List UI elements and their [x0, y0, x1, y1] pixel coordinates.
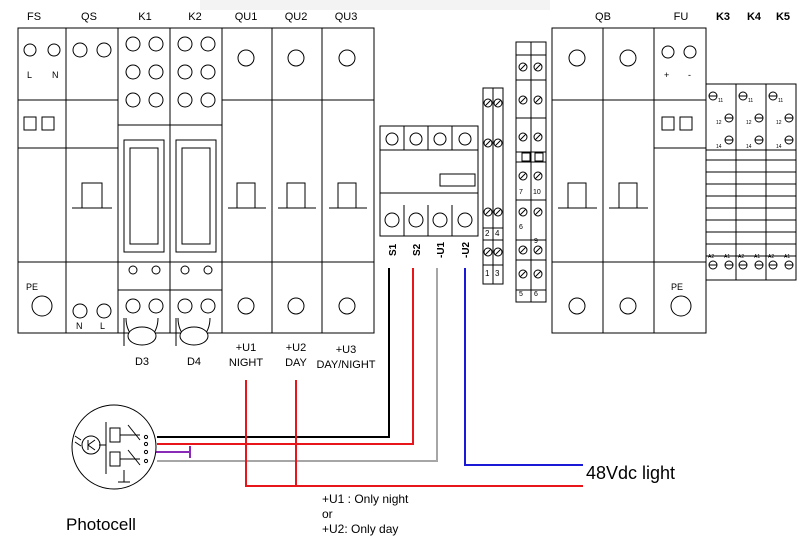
note-line-3: +U2: Only day: [322, 522, 398, 536]
wire-u1-gray: [157, 268, 438, 462]
label-qu3: QU3: [335, 11, 358, 23]
light-label: 48Vdc light: [586, 463, 675, 483]
term-label-4: 4: [495, 229, 500, 238]
k4-coil-a1: A1: [754, 254, 760, 260]
fu-minus-label: -: [688, 70, 691, 80]
k4-contact-11: 11: [748, 98, 753, 104]
u1-out-sub: NIGHT: [229, 357, 264, 369]
wire-s2-red: [157, 268, 414, 445]
u3-out-label: +U3: [336, 344, 357, 356]
term-label-10: 10: [533, 189, 541, 196]
term-label-1: 1: [485, 269, 490, 278]
qb-breaker: [551, 27, 655, 334]
u3-out-sub: DAY/NIGHT: [316, 359, 375, 371]
term-label-6a: 6: [519, 224, 523, 231]
label-k4: K4: [747, 11, 762, 23]
qu3-breaker: [321, 27, 375, 334]
wire-u2-blue: [464, 268, 583, 466]
fu-plus-label: +: [664, 70, 669, 80]
u1-out-label: +U1: [236, 342, 257, 354]
wire-s1-black: [157, 268, 390, 438]
term-label-6b: 6: [534, 291, 538, 298]
fu-power-supply: [653, 27, 707, 334]
label-qb: QB: [595, 11, 611, 23]
label-k3: K3: [716, 11, 730, 23]
wire-u1-output-red: [245, 380, 583, 487]
k3-contact-11: 11: [718, 98, 723, 104]
qs-module: [65, 27, 119, 334]
k3-coil-a2: A2: [708, 254, 714, 260]
u2-in-label: -U2: [461, 241, 472, 258]
k5-contact-12: 12: [776, 120, 782, 126]
photocell-label: Photocell: [66, 515, 136, 534]
s2-label: S2: [412, 243, 423, 256]
k4-contact-12: 12: [746, 120, 752, 126]
s1-label: S1: [388, 243, 399, 256]
header-band: [200, 0, 550, 10]
wires: [152, 268, 583, 487]
k5-contact-11: 11: [778, 98, 783, 104]
note-line-1: +U1 : Only night: [322, 492, 409, 506]
term-label-7: 7: [519, 189, 523, 196]
qu2-breaker: [271, 27, 323, 334]
label-qs: QS: [81, 11, 97, 23]
fs-pe-label: PE: [26, 282, 38, 292]
k4-coil-a2: A2: [738, 254, 744, 260]
u1-in-label: -U1: [436, 241, 447, 258]
k3-contact-14: 14: [716, 144, 722, 150]
label-fs: FS: [27, 11, 41, 23]
fs-module: [17, 27, 67, 334]
u2-out-sub: DAY: [285, 357, 307, 369]
terminal-block-1: [482, 87, 504, 285]
qu1-breaker: [221, 27, 273, 334]
term-label-5: 5: [519, 291, 523, 298]
k3-coil-a1: A1: [724, 254, 730, 260]
label-k2: K2: [188, 11, 201, 23]
qs-l-label: L: [100, 321, 105, 331]
note-line-2: or: [322, 507, 333, 521]
label-qu2: QU2: [285, 11, 308, 23]
k5-coil-a1: A1: [784, 254, 790, 260]
fu-pe-label: PE: [671, 282, 683, 292]
label-qu1: QU1: [235, 11, 258, 23]
photocell-symbol: [71, 404, 157, 490]
k4-contact-14: 14: [746, 144, 752, 150]
label-k5: K5: [776, 11, 790, 23]
u2-out-label: +U2: [286, 342, 307, 354]
k5-coil-a2: A2: [768, 254, 774, 260]
k5-contact-14: 14: [776, 144, 782, 150]
k3-contact-12: 12: [716, 120, 722, 126]
fs-n-label: N: [52, 70, 59, 80]
label-k1: K1: [138, 11, 151, 23]
terminal-block-2: [515, 41, 547, 303]
wire-purple-stub: [152, 446, 191, 458]
term-label-2: 2: [485, 229, 490, 238]
twilight-switch-module: [379, 125, 479, 237]
term-label-3: 3: [495, 269, 500, 278]
d4-label: D4: [187, 356, 201, 368]
relays-k3-k5: [705, 83, 797, 281]
d3-label: D3: [135, 356, 149, 368]
fs-l-label: L: [27, 70, 32, 80]
qs-n-label: N: [76, 321, 83, 331]
term-label-9: 9: [534, 238, 538, 245]
label-fu: FU: [674, 11, 689, 23]
